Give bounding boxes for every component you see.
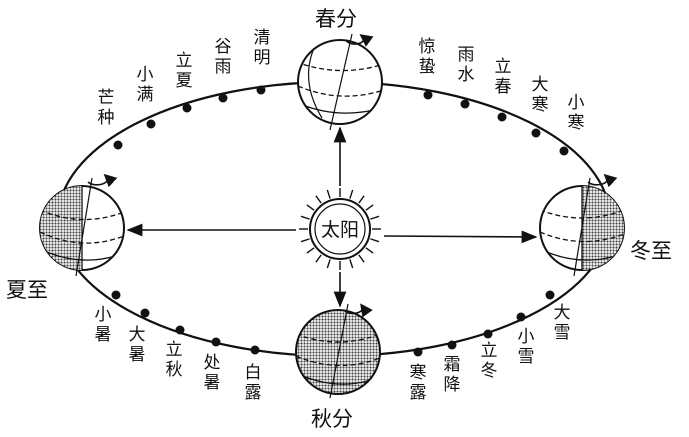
sun-label: 太阳 — [321, 219, 359, 241]
term-marker — [147, 120, 156, 129]
term-marker — [448, 341, 457, 350]
sun-ray — [366, 205, 373, 210]
sun-ray — [359, 255, 364, 262]
sun-ray — [350, 190, 353, 199]
term-marker — [424, 91, 433, 100]
term-marker — [414, 348, 423, 357]
arrow-to-winter — [384, 236, 536, 237]
term-marker — [183, 104, 192, 113]
lower-left-term-labels: 小暑 大暑 立秋 处暑 白露 — [95, 305, 262, 403]
term-marker — [532, 129, 541, 138]
term-marker — [176, 326, 185, 335]
term-marker — [560, 147, 569, 156]
term-label: 立夏 — [176, 51, 193, 91]
label-spring-equinox: 春分 — [315, 7, 357, 31]
term-label: 大暑 — [129, 325, 146, 365]
term-label: 立秋 — [166, 340, 183, 380]
sun: 太阳 — [299, 188, 381, 270]
term-marker — [112, 291, 121, 300]
term-label: 清明 — [254, 28, 271, 68]
globe-autumn-equinox — [296, 304, 380, 398]
term-marker — [114, 141, 123, 150]
sun-ray — [327, 190, 330, 199]
term-label: 小寒 — [568, 93, 585, 133]
lower-right-term-labels: 寒露 霜降 立冬 小雪 大雪 — [410, 303, 571, 403]
term-label: 处暑 — [204, 353, 221, 393]
sun-ray — [359, 196, 364, 203]
globe-winter-solstice — [540, 176, 624, 276]
term-label: 大雪 — [554, 303, 571, 343]
sun-ray — [307, 205, 314, 210]
term-label: 霜降 — [444, 355, 461, 395]
term-label: 小雪 — [518, 327, 535, 367]
term-marker — [498, 113, 507, 122]
term-label: 立春 — [495, 57, 512, 97]
term-label: 小满 — [137, 65, 154, 105]
sun-ray — [316, 196, 321, 203]
sun-ray — [316, 255, 321, 262]
sun-ray — [350, 259, 353, 268]
term-marker — [251, 346, 260, 355]
sun-ray — [307, 248, 314, 253]
term-marker — [219, 94, 228, 103]
label-summer-solstice: 夏至 — [6, 278, 48, 302]
term-label: 芒种 — [98, 88, 115, 128]
rotation-arrow-icon — [88, 176, 108, 185]
term-marker — [546, 291, 555, 300]
sun-ray — [366, 248, 373, 253]
term-label: 大寒 — [532, 75, 549, 115]
term-marker — [141, 309, 150, 318]
term-marker — [461, 100, 470, 109]
term-marker — [517, 313, 526, 322]
term-label: 小暑 — [95, 305, 112, 345]
label-winter-solstice: 冬至 — [630, 239, 672, 263]
term-marker — [212, 338, 221, 347]
label-autumn-equinox: 秋分 — [311, 407, 353, 431]
globe-summer-solstice — [40, 176, 124, 276]
term-label: 立冬 — [481, 341, 498, 381]
term-marker — [257, 86, 266, 95]
upper-left-term-labels: 芒种 小满 立夏 谷雨 清明 — [98, 28, 271, 128]
term-label: 寒露 — [410, 363, 427, 403]
sun-ray — [327, 259, 330, 268]
sun-ray — [370, 239, 379, 242]
globe-spring-equinox — [296, 34, 384, 130]
term-marker — [484, 330, 493, 339]
sun-ray — [301, 239, 310, 242]
term-label: 谷雨 — [215, 37, 232, 77]
term-label: 雨水 — [458, 45, 475, 85]
sun-ray — [301, 216, 310, 219]
term-label: 惊蛰 — [419, 37, 436, 77]
sun-ray — [370, 216, 379, 219]
term-label: 白露 — [245, 363, 262, 403]
